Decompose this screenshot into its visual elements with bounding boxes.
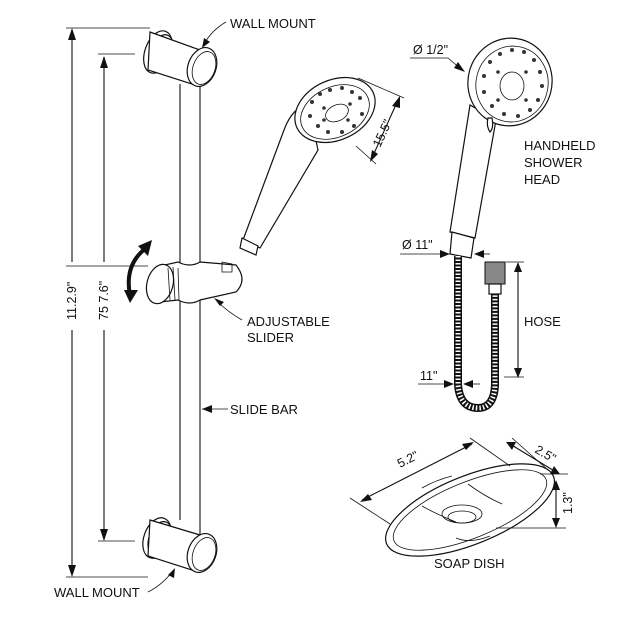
soap-dish-height-label: 1.3" [561,492,575,514]
wall-mount-bottom-label: WALL MOUNT [54,585,140,600]
adjustable-slider-label-line2: SLIDER [247,330,294,345]
shower-head-side-view [239,76,405,256]
soap-dish-length-label: 5.2" [395,448,421,470]
soap-dish-width-label: 2.5" [533,442,559,465]
handheld-shower-assembly: Ø 1/2" Ø 11" HOSE 11" HANDHELD SHOWER HE… [400,37,596,413]
slide-bar-assembly: 11.2.9" 75 7.6" [54,16,405,600]
soap-dish-label: SOAP DISH [434,556,505,571]
rotation-arrow-icon [124,240,152,303]
bar-height-dimension [98,53,135,542]
connector-diameter-label: Ø 1/2" [413,43,448,57]
shower-head-nozzles [482,48,544,118]
overall-height-label: 11.2.9" [65,282,79,320]
slide-bar-label: SLIDE BAR [230,402,298,417]
slider-leader [217,301,243,321]
soap-dish: 5.2" 2.5" 1.3" SOAP DISH [349,437,575,571]
adjustable-slider-label-line1: ADJUSTABLE [247,314,330,329]
handheld-label-line3: HEAD [524,172,560,187]
overall-height-dimension [66,27,150,578]
slide-bar [179,84,201,535]
head-length-label: 15.5" [370,117,395,149]
wall-mount-top-label: WALL MOUNT [230,16,316,31]
handheld-label-line2: SHOWER [524,155,583,170]
hose [454,256,506,413]
handheld-label-line1: HANDHELD [524,138,596,153]
hose-width-label: 11" [420,369,437,383]
wall-mount-top [143,30,218,87]
adjustable-slider [145,261,243,305]
wall-mount-bottom [142,517,218,573]
handle-diameter-label: Ø 11" [402,238,433,252]
hose-label: HOSE [524,314,561,329]
bar-height-label: 75 7.6" [97,281,111,320]
